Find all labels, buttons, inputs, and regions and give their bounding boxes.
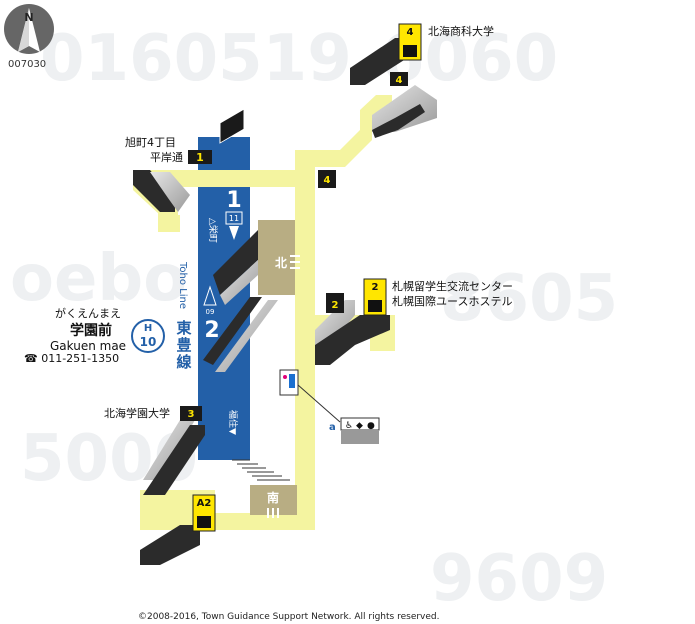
- track2-car: 09: [206, 308, 215, 316]
- svg-text:oebo: oebo: [10, 242, 187, 316]
- svg-text:2: 2: [332, 300, 339, 311]
- svg-text:豊: 豊: [176, 336, 191, 354]
- down-arrow-icon: [229, 226, 239, 240]
- south-gate-label: 南: [267, 490, 279, 505]
- svg-text:4: 4: [396, 75, 403, 86]
- exit-a2-number: A2: [197, 498, 212, 509]
- exit-2-label2: 札幌国際ユースホステル: [392, 294, 512, 308]
- elevator-icon: [403, 45, 417, 57]
- station-phone: ☎ 011-251-1350: [24, 352, 119, 365]
- exit-4-number: 4: [407, 27, 414, 38]
- exit-1-number: 1: [196, 151, 204, 164]
- baby-icon: ●: [367, 421, 375, 431]
- up-arrow-icon: [203, 285, 217, 306]
- track2-direction: 福住▼: [227, 410, 239, 435]
- track2-number: 2: [204, 318, 219, 343]
- svg-text:8605: 8605: [440, 262, 618, 336]
- exit-3-label: 北海学園大学: [104, 406, 170, 420]
- watermark: 0160519 6060 oebo 8605 5000 9609: [10, 22, 618, 616]
- leader-line: [297, 384, 341, 423]
- car-box-11: [225, 211, 243, 225]
- station-number-badge: [131, 319, 165, 353]
- line-code: H: [144, 323, 152, 334]
- map-id: 007030: [8, 59, 46, 70]
- svg-text:4: 4: [324, 175, 331, 186]
- track1-direction: △栄町: [207, 218, 219, 243]
- track1-number: 1: [226, 188, 241, 213]
- ostomate-icon: ◆: [356, 421, 363, 431]
- exit-1[interactable]: 旭町4丁目 平岸通 1: [125, 135, 212, 164]
- compass: N: [4, 4, 54, 54]
- elevator-icon: [197, 516, 211, 528]
- station-name-romaji: Gakuen mae: [50, 339, 126, 353]
- exit-3-number: 3: [188, 409, 195, 420]
- svg-text:線: 線: [176, 353, 191, 371]
- gates: 北 南: [250, 220, 300, 518]
- platform-text: 1 △栄町 11 09 2 福住▼: [203, 108, 245, 435]
- track1-car: 11: [229, 214, 239, 223]
- facility-marker: a: [329, 422, 336, 433]
- svg-text:9609: 9609: [430, 542, 608, 616]
- north-gate-label: 北: [275, 255, 287, 270]
- svg-text:0160519: 0160519: [40, 22, 352, 96]
- copyright: ©2008-2016, Town Guidance Support Networ…: [138, 612, 440, 622]
- wheelchair-icon: ♿: [345, 421, 353, 431]
- elevator-icon: [368, 300, 382, 312]
- station-furigana: がくえんまえ: [55, 306, 121, 320]
- exit-1-label: 旭町4丁目: [125, 135, 176, 149]
- line-name-en: Toho Line: [177, 261, 188, 309]
- stairs: [133, 38, 437, 565]
- line-name-ja-vertical: 東 豊 線: [176, 319, 191, 371]
- exit-a2[interactable]: A2: [192, 494, 216, 532]
- exit-2[interactable]: 2 札幌留学生交流センター 札幌国際ユースホステル 2: [326, 278, 513, 316]
- exit-4[interactable]: 4 北海商科大学 4 4: [318, 23, 494, 188]
- facilities: a ♿ ◆ ●: [279, 369, 380, 444]
- station-number: 10: [140, 335, 157, 349]
- svg-text:東: 東: [176, 319, 191, 337]
- exit-4-label: 北海商科大学: [428, 24, 494, 38]
- station-name-ja: 学園前: [70, 322, 112, 339]
- station-info: がくえんまえ 学園前 Gakuen mae ☎ 011-251-1350 H 1…: [24, 306, 165, 365]
- exit-2-number: 2: [372, 282, 379, 293]
- exit-3[interactable]: 北海学園大学 3: [104, 406, 202, 421]
- exit-1-label2: 平岸通: [150, 151, 183, 164]
- compass-label: N: [24, 11, 33, 24]
- escalator-icon: [219, 108, 245, 144]
- exit-2-label: 札幌留学生交流センター: [392, 279, 513, 293]
